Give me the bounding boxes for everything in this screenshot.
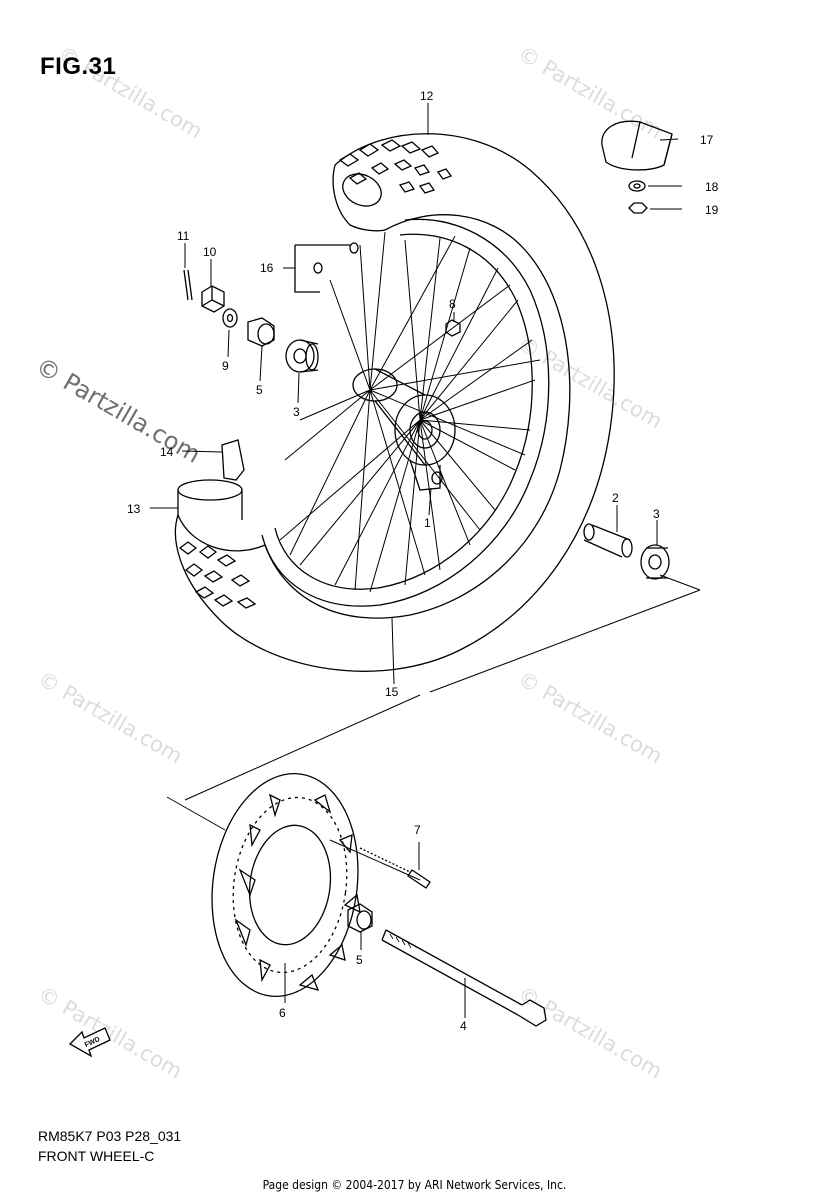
callout-16: 16 (260, 261, 274, 275)
callout-7: 7 (414, 823, 421, 837)
figure-title: FIG.31 (40, 53, 117, 80)
collar-drawing (347, 903, 373, 933)
disc-bolt-drawing (359, 847, 431, 889)
callout-1: 1 (424, 516, 431, 530)
assembly-lines (166, 574, 701, 881)
callout-2: 2 (612, 491, 619, 505)
callout-6: 6 (279, 1006, 286, 1020)
small-parts-drawing (183, 242, 461, 373)
callout-17: 17 (700, 133, 714, 147)
callout-14: 14 (160, 445, 174, 459)
rim-drawing (261, 218, 550, 607)
page-footer: Page design © 2004-2017 by ARI Network S… (262, 1178, 567, 1192)
callout-8: 8 (449, 297, 456, 311)
callout-3: 3 (653, 507, 660, 521)
callout-10: 10 (203, 245, 217, 259)
callout-15: 15 (385, 685, 399, 699)
axle-drawing (381, 929, 547, 1027)
callout-19: 19 (705, 203, 719, 217)
brake-disc-drawing (211, 772, 361, 998)
leader-lines (150, 103, 682, 1018)
callout-11: 11 (177, 229, 190, 243)
hub-drawing (352, 368, 456, 491)
callout-18: 18 (705, 180, 719, 194)
tire-drawing (174, 133, 615, 672)
callout-12: 12 (420, 89, 434, 103)
callout-5: 5 (356, 953, 363, 967)
callout-9: 9 (222, 359, 229, 373)
diagram-name: FRONT WHEEL-C (38, 1148, 155, 1164)
fwd-arrow-icon (68, 1027, 111, 1058)
callout-labels: 12 17 18 19 11 10 16 8 9 5 3 14 13 1 2 3… (84, 89, 719, 1049)
callout-3: 3 (293, 405, 300, 419)
spacer-bearing-drawing (583, 523, 670, 580)
valve-parts-drawing (601, 120, 673, 214)
callout-13: 13 (127, 502, 141, 516)
callout-5: 5 (256, 383, 263, 397)
diagram-code: RM85K7 P03 P28_031 (38, 1128, 182, 1144)
spokes-drawing (279, 231, 541, 593)
callout-4: 4 (460, 1019, 467, 1033)
